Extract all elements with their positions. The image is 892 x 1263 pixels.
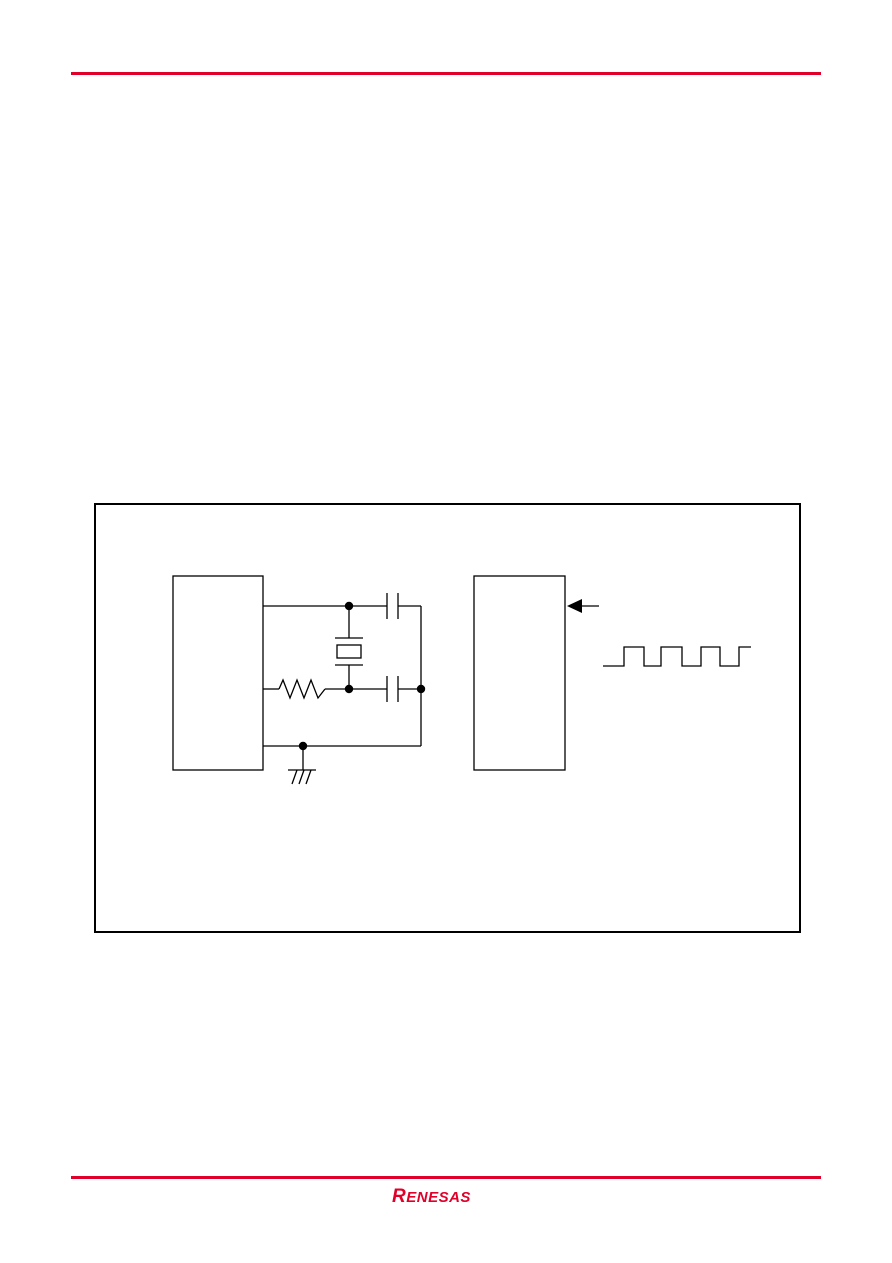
load-capacitor-bottom bbox=[386, 676, 399, 702]
junction-top bbox=[344, 601, 354, 611]
figure-frame bbox=[94, 503, 801, 933]
renesas-logo: RENESAS bbox=[392, 1186, 502, 1208]
crystal-resonator bbox=[335, 637, 363, 666]
input-arrow-head bbox=[567, 599, 582, 613]
ground-symbol bbox=[288, 769, 316, 785]
load-capacitor-top bbox=[386, 593, 399, 619]
ic-block-right bbox=[473, 575, 566, 771]
logo-initial: R bbox=[392, 1186, 407, 1207]
junction-ground bbox=[298, 741, 308, 751]
junction-mid bbox=[344, 684, 354, 694]
ic-block-left bbox=[172, 575, 264, 771]
logo-rest: ENESAS bbox=[406, 1189, 471, 1206]
feedback-resistor bbox=[278, 678, 326, 700]
junction-right bbox=[416, 684, 426, 694]
clock-square-wave bbox=[603, 646, 751, 667]
header-rule bbox=[71, 72, 821, 75]
footer-rule bbox=[71, 1176, 821, 1179]
